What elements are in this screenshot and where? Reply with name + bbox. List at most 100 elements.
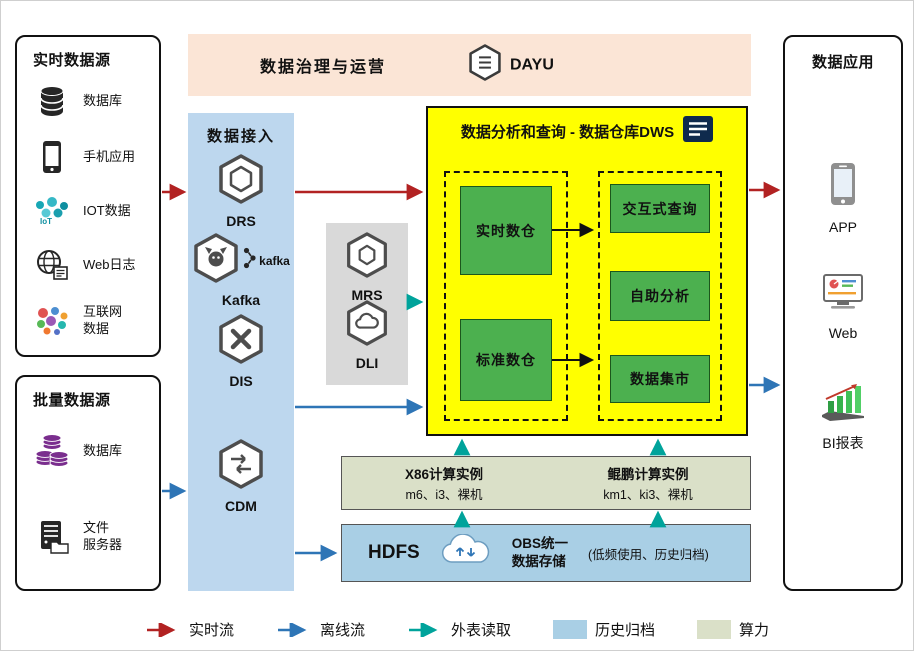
external-read-arrow-swatch	[408, 622, 438, 637]
purple-database-icon	[31, 434, 73, 468]
data-ingestion-panel: 数据接入 DRS kafka Kafka DIS	[188, 113, 294, 591]
dws-title: 数据分析和查询 - 数据仓库DWS	[460, 123, 675, 141]
app-phone-icon	[826, 161, 860, 212]
iot-icon: IoT	[31, 196, 73, 226]
dli-hexagon-icon	[345, 299, 389, 352]
governance-banner: 数据治理与运营 DAYU	[188, 34, 751, 96]
realtime-sources-title: 实时数据源	[33, 52, 111, 69]
web-log-label: Web日志	[83, 256, 136, 272]
mrs-hexagon-icon	[345, 231, 389, 284]
obs-cloud-icon	[440, 532, 492, 573]
database-icon	[31, 85, 73, 117]
obs-note: (低频使用、历史归档)	[588, 547, 709, 562]
interactive-query-box: 交互式查询	[610, 184, 710, 233]
file-server-icon	[31, 519, 73, 555]
kafka-label: Kafka	[221, 292, 261, 308]
web-label: Web	[828, 325, 858, 341]
x86-instance: X86计算实例 m6、i3、裸机	[342, 457, 546, 509]
data-applications-panel: 数据应用 APP Web BI报表	[783, 35, 903, 591]
kunpeng-instance-title: 鲲鹏计算实例	[607, 467, 689, 482]
web-log-icon	[31, 249, 73, 281]
service-mrs: MRS	[326, 231, 408, 303]
source-item-web-log: Web日志	[31, 243, 155, 287]
document-icon	[683, 116, 714, 146]
source-item-mobile-app: 手机应用	[31, 135, 155, 179]
legend-offline-label: 离线流	[319, 622, 365, 639]
iot-label: IOT数据	[83, 202, 131, 218]
data-applications-title: 数据应用	[811, 54, 874, 71]
dayu-hexagon-icon	[468, 44, 502, 87]
realtime-arrow-swatch	[146, 622, 176, 637]
legend-item-offline: 离线流	[276, 619, 365, 640]
kunpeng-instance: 鲲鹏计算实例 km1、ki3、裸机	[546, 457, 750, 509]
drs-hexagon-icon	[217, 153, 265, 210]
source-item-file-server: 文件 服务器	[31, 515, 155, 559]
dis-hexagon-icon	[217, 313, 265, 370]
dayu-label: DAYU	[510, 56, 554, 73]
query-group	[598, 171, 722, 421]
archive-swatch	[553, 620, 587, 639]
file-server-label: 文件 服务器	[83, 520, 123, 552]
realtime-warehouse-box: 实时数仓	[460, 186, 552, 275]
mobile-app-label: 手机应用	[83, 148, 136, 164]
app-item-bi-report: BI报表	[785, 383, 901, 453]
source-item-database: 数据库	[31, 79, 155, 123]
app-label: APP	[828, 219, 857, 235]
web-monitor-icon	[820, 273, 866, 318]
svg-text:IoT: IoT	[40, 217, 52, 226]
legend-realtime-label: 实时流	[188, 622, 234, 639]
governance-title: 数据治理与运营	[260, 59, 387, 76]
internet-data-icon	[31, 305, 73, 337]
source-item-batch-database: 数据库	[31, 429, 155, 473]
service-drs: DRS	[188, 153, 294, 229]
x86-instance-title: X86计算实例	[404, 467, 484, 482]
kafka-logo-text: kafka	[259, 253, 290, 268]
obs-title: OBS统一 数据存储	[511, 536, 568, 569]
phone-icon	[31, 140, 73, 174]
data-ingestion-title: 数据接入	[206, 128, 275, 145]
dis-label: DIS	[229, 373, 253, 389]
batch-database-label: 数据库	[83, 442, 123, 458]
service-cdm: CDM	[188, 438, 294, 514]
batch-sources-title: 批量数据源	[33, 392, 111, 409]
source-item-internet-data: 互联网 数据	[31, 299, 155, 343]
legend-external-read-label: 外表读取	[450, 622, 511, 639]
dws-panel: 数据分析和查询 - 数据仓库DWS 实时数仓 标准数仓 交互式查询 自助分析 数…	[426, 106, 748, 436]
cdm-label: CDM	[225, 498, 257, 514]
x86-instance-detail: m6、i3、裸机	[405, 488, 483, 502]
app-item-app: APP	[785, 161, 901, 235]
database-label: 数据库	[83, 92, 123, 108]
dli-label: DLI	[355, 355, 379, 371]
batch-sources-panel: 批量数据源 数据库 文件 服务器	[15, 375, 161, 591]
legend-item-realtime: 实时流	[145, 619, 234, 640]
dayu-brand: DAYU	[468, 44, 554, 87]
drs-label: DRS	[226, 213, 256, 229]
bi-report-label: BI报表	[822, 435, 864, 451]
compute-swatch	[697, 620, 732, 639]
realtime-sources-panel: 实时数据源 数据库 手机应用 IoT IOT数据 Web日志	[15, 35, 161, 357]
internet-data-label: 互联网 数据	[83, 304, 123, 336]
standard-warehouse-box: 标准数仓	[460, 319, 552, 401]
legend-item-external-read: 外表读取	[407, 619, 511, 640]
offline-arrow-swatch	[277, 622, 307, 637]
legend-archive-label: 历史归档	[595, 622, 656, 639]
legend-compute-label: 算力	[739, 622, 770, 639]
cdm-hexagon-icon	[217, 438, 265, 495]
hdfs-label: HDFS	[368, 542, 420, 563]
kafka-hexagon-icon	[192, 232, 240, 289]
legend-item-archive: 历史归档	[553, 619, 655, 640]
service-dis: DIS	[188, 313, 294, 389]
service-kafka: kafka Kafka	[188, 232, 294, 308]
mrs-dli-panel: MRS DLI	[326, 223, 408, 385]
data-mart-box: 数据集市	[610, 355, 710, 403]
legend-item-compute: 算力	[697, 619, 769, 640]
warehouse-group	[444, 171, 568, 421]
kunpeng-instance-detail: km1、ki3、裸机	[603, 488, 693, 502]
bi-report-icon	[820, 383, 866, 426]
compute-instances-panel: X86计算实例 m6、i3、裸机 鲲鹏计算实例 km1、ki3、裸机	[341, 456, 751, 510]
legend: 实时流 离线流 外表读取 历史归档 算力	[1, 619, 913, 640]
kafka-logo-icon	[243, 247, 256, 274]
service-dli: DLI	[326, 299, 408, 371]
mrs-label: MRS	[351, 287, 383, 303]
self-service-analysis-box: 自助分析	[610, 271, 710, 321]
